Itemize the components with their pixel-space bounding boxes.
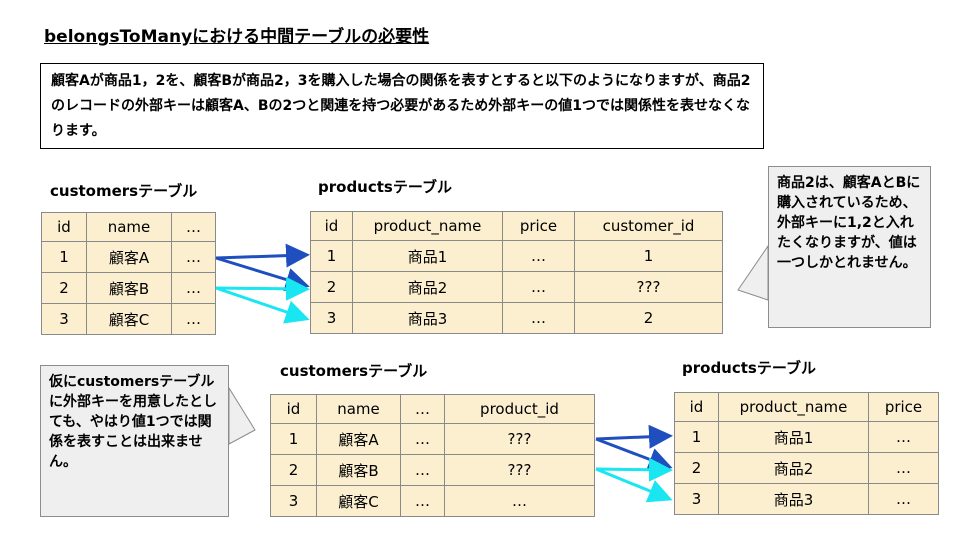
header-cell: product_name (718, 392, 869, 422)
table-row: 3 顧客C … (41, 303, 216, 335)
arrow-customer-b-product-2 (215, 276, 310, 301)
table-cell: 商品3 (352, 302, 503, 334)
bottom-customers-table: id name … product_id 1 顧客A … ??? 2 顧客B …… (270, 394, 595, 517)
top-customers-table-label: customersテーブル (50, 182, 198, 200)
table-cell: 3 (41, 303, 87, 335)
header-cell: id (310, 211, 353, 241)
table-cell: … (400, 485, 445, 517)
table-header-row: id product_name price customer_id (310, 211, 723, 241)
table-header-row: id name … product_id (270, 394, 595, 424)
table-cell: 1 (674, 421, 719, 453)
top-products-table-label: productsテーブル (318, 178, 452, 196)
arrow-customer-b-product-3 (215, 286, 310, 324)
top-callout: 商品2は、顧客AとBに購入されているため、外部キーに1,2と入れたくなりますが、… (768, 166, 931, 328)
table-cell: … (502, 240, 575, 272)
table-cell: … (171, 303, 216, 335)
table-cell: ??? (574, 271, 723, 303)
table-row: 1 商品1 … 1 (310, 240, 723, 272)
intro-text-box: 顧客Aが商品1，2を、顧客Bが商品2，3を購入した場合の関係を表すとすると以下の… (40, 63, 764, 149)
header-cell: name (86, 212, 172, 242)
table-cell: 顧客C (86, 303, 172, 335)
header-cell: id (270, 394, 317, 424)
bottom-products-table-label: productsテーブル (682, 359, 816, 377)
table-cell: … (868, 483, 939, 515)
table-cell: … (171, 241, 216, 273)
header-cell: … (400, 394, 445, 424)
table-row: 2 顧客B … ??? (270, 454, 595, 486)
table-row: 1 顧客A … ??? (270, 423, 595, 455)
header-cell: product_id (444, 394, 595, 424)
table-cell: 1 (41, 241, 87, 273)
table-row: 3 商品3 … 2 (310, 302, 723, 334)
arrow-customer-a-product-2 (595, 437, 673, 471)
table-cell: ??? (444, 454, 595, 486)
table-cell: 1 (310, 240, 353, 272)
top-callout-pointer (737, 244, 769, 301)
table-cell: 3 (270, 485, 317, 517)
table-cell: 商品2 (352, 271, 503, 303)
top-customers-table: id name … 1 顧客A … 2 顧客B … 3 顧客C … (41, 212, 216, 335)
arrow-customer-b-product-2 (595, 457, 673, 482)
table-cell: 商品2 (718, 452, 869, 484)
bottom-callout: 仮にcustomersテーブルに外部キーを用意したとしても、やはり値1つでは関係… (40, 365, 229, 517)
table-cell: 顧客B (86, 272, 172, 304)
table-row: 2 顧客B … (41, 272, 216, 304)
table-cell: 商品3 (718, 483, 869, 515)
arrow-customer-a-product-2 (215, 256, 310, 292)
table-row: 3 商品3 … (674, 483, 939, 515)
arrow-customer-b-product-3 (595, 467, 673, 503)
table-cell: 顧客C (316, 485, 401, 517)
table-cell: ??? (444, 423, 595, 455)
table-cell: 2 (574, 302, 723, 334)
table-cell: 3 (674, 483, 719, 515)
arrow-customer-a-product-1 (595, 424, 673, 449)
table-header-row: id product_name price (674, 392, 939, 422)
arrow-customer-a-product-1 (215, 243, 310, 268)
bottom-products-table: id product_name price 1 商品1 … 2 商品2 … 3 … (674, 392, 939, 515)
table-header-row: id name … (41, 212, 216, 242)
header-cell: … (171, 212, 216, 242)
bottom-customers-table-label: customersテーブル (280, 362, 428, 380)
bottom-callout-pointer (228, 386, 256, 445)
table-cell: … (444, 485, 595, 517)
table-cell: 顧客B (316, 454, 401, 486)
table-cell: 1 (270, 423, 317, 455)
top-products-table: id product_name price customer_id 1 商品1 … (310, 211, 723, 334)
table-cell: … (400, 423, 445, 455)
table-cell: 顧客A (316, 423, 401, 455)
table-row: 3 顧客C … … (270, 485, 595, 517)
table-cell: … (502, 302, 575, 334)
table-cell: 商品1 (352, 240, 503, 272)
page-title: belongsToManyにおける中間テーブルの必要性 (44, 27, 430, 47)
